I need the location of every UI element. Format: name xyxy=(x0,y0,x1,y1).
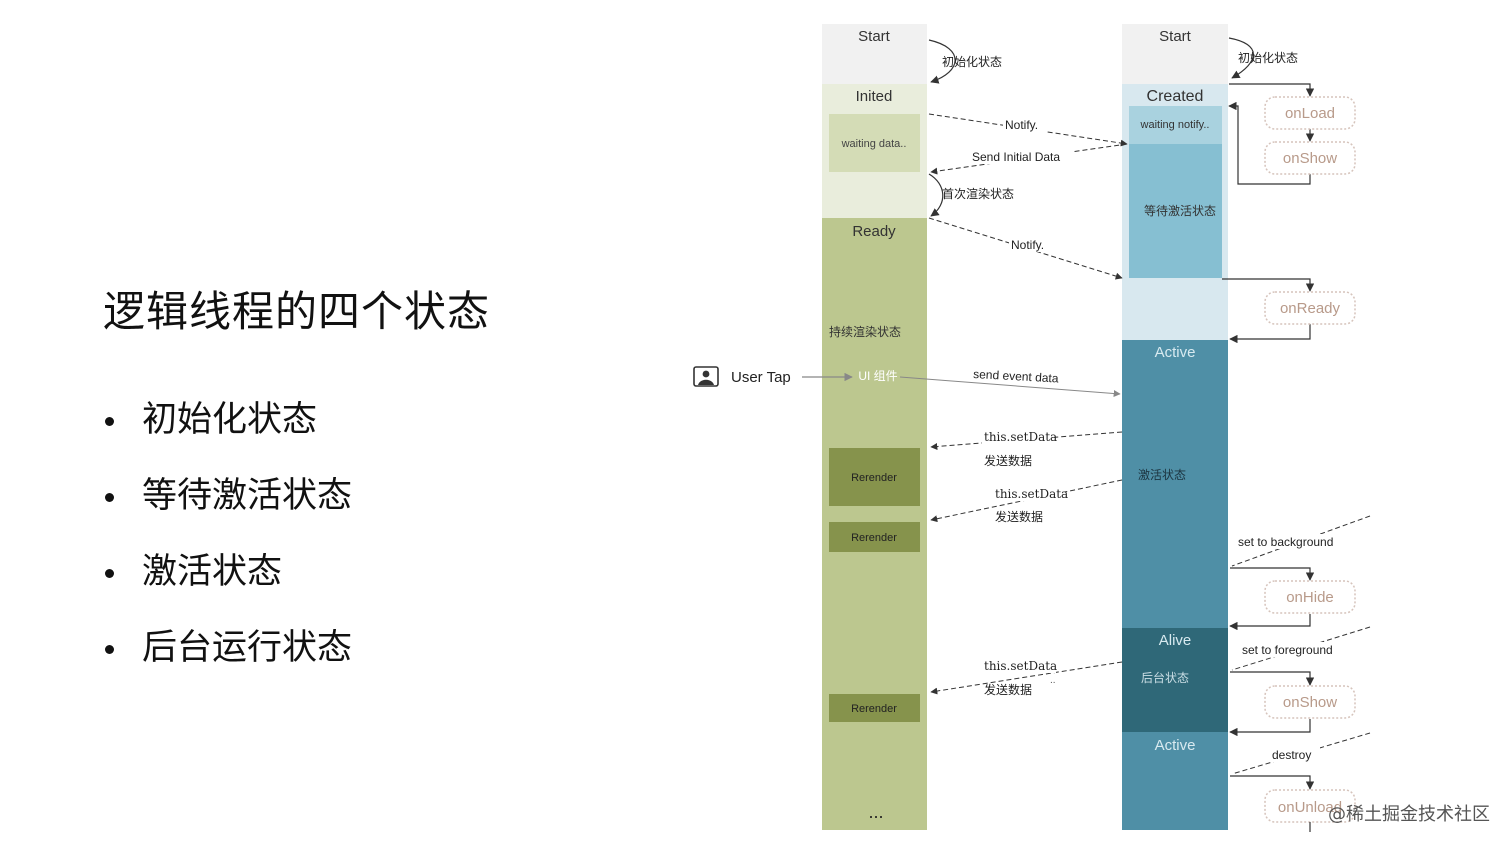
send-event-data-arrow xyxy=(899,376,1121,398)
lifecycle-connectors xyxy=(1222,83,1315,790)
start-label-left: Start xyxy=(858,28,891,45)
setdata-label-2: this.setData xyxy=(995,487,1068,501)
notify-arrow-2 xyxy=(928,217,1123,280)
bullet-list: 初始化状态 等待激活状态 激活状态 后台运行状态 xyxy=(100,390,352,694)
on-unload-label: onUnload xyxy=(1278,799,1342,816)
rerender-block xyxy=(829,448,920,506)
destroy-label: destroy xyxy=(1272,748,1311,762)
ui-component-label: UI 组件 xyxy=(858,369,897,383)
label-bg xyxy=(993,486,1065,501)
ellipsis-label: ... xyxy=(868,802,883,822)
init-label-right: 初始化状态 xyxy=(1238,51,1298,65)
bullet-dot xyxy=(105,417,114,426)
start-label-right: Start xyxy=(1159,28,1192,45)
rerender-label: Rerender xyxy=(851,532,897,544)
dots-label: .. xyxy=(1050,675,1056,686)
rerender-label: Rerender xyxy=(851,703,897,715)
waiting-activation-block xyxy=(1129,144,1222,278)
alive-label: Alive xyxy=(1159,632,1192,649)
active-label-2: Active xyxy=(1155,737,1196,754)
label-bg xyxy=(1003,117,1045,132)
bullet-text: 等待激活状态 xyxy=(142,476,353,516)
set-to-foreground-label: set to foreground xyxy=(1242,643,1333,657)
bullet-item: 后台运行状态 xyxy=(100,618,352,694)
bullet-text: 初始化状态 xyxy=(142,400,318,440)
continuous-render-label: 持续渲染状态 xyxy=(829,324,901,339)
rerender-label: Rerender xyxy=(851,472,897,484)
waiting-activation-label: 等待激活状态 xyxy=(1144,204,1216,218)
waiting-data-block xyxy=(829,114,920,172)
user-tap-icon xyxy=(693,366,719,387)
bullet-text: 激活状态 xyxy=(142,552,283,592)
on-load-label: onLoad xyxy=(1285,105,1335,122)
on-show-label: onShow xyxy=(1283,150,1337,167)
rerender-block xyxy=(829,522,920,552)
alive-block xyxy=(1122,628,1228,732)
send-initial-data-label: Send Initial Data xyxy=(972,150,1060,164)
start-block-right xyxy=(1122,24,1228,84)
label-bg xyxy=(982,658,1056,673)
on-load-box xyxy=(1264,96,1356,130)
label-bg xyxy=(1240,642,1350,657)
label-bg xyxy=(1236,534,1354,549)
active-label: Active xyxy=(1155,344,1196,361)
slide-title: 逻辑线程的四个状态 xyxy=(103,287,491,336)
bullet-item: 初始化状态 xyxy=(100,390,352,466)
on-show-box-2 xyxy=(1264,685,1356,719)
send-data-label-2: 发送数据 xyxy=(995,509,1043,524)
user-tap-label: User Tap xyxy=(731,369,791,386)
on-show-label-2: onShow xyxy=(1283,694,1337,711)
inited-label: Inited xyxy=(856,88,893,105)
bullet-item: 等待激活状态 xyxy=(100,466,352,542)
label-bg xyxy=(982,429,1054,444)
notify-label-1: Notify. xyxy=(1005,118,1038,132)
rerender-block xyxy=(829,694,920,722)
on-hide-label: onHide xyxy=(1286,589,1334,606)
created-label: Created xyxy=(1147,88,1204,105)
init-curve-left xyxy=(928,39,956,84)
set-to-background-label: set to background xyxy=(1238,535,1333,549)
first-render-curve xyxy=(928,173,944,217)
on-hide-box xyxy=(1264,580,1356,614)
bullet-dot xyxy=(105,645,114,654)
init-curve-right xyxy=(1228,37,1254,79)
active-block xyxy=(1122,340,1228,628)
waiting-notify-label: waiting notify.. xyxy=(1140,119,1210,131)
active-block-2 xyxy=(1122,732,1228,830)
label-bg xyxy=(970,149,1074,164)
ready-label: Ready xyxy=(852,223,896,240)
send-data-label-3: 发送数据 xyxy=(984,682,1032,697)
bullet-dot xyxy=(105,493,114,502)
active-state-label: 激活状态 xyxy=(1138,468,1186,482)
first-render-label: 首次渲染状态 xyxy=(942,186,1014,201)
start-block-left xyxy=(822,24,927,84)
label-bg xyxy=(1270,747,1320,762)
setdata-label-3: this.setData xyxy=(984,659,1057,673)
bullet-dot xyxy=(105,569,114,578)
init-label-left: 初始化状态 xyxy=(942,55,1002,69)
bullet-text: 后台运行状态 xyxy=(142,628,353,668)
on-ready-label: onReady xyxy=(1280,300,1341,317)
label-bg xyxy=(1009,237,1051,252)
notify-label-2: Notify. xyxy=(1011,238,1044,252)
bullet-item: 激活状态 xyxy=(100,542,352,618)
setdata-label-1: this.setData xyxy=(984,430,1057,444)
send-event-data-label: send event data xyxy=(973,367,1059,385)
waiting-data-label: waiting data.. xyxy=(841,138,907,150)
watermark: @稀土掘金技术社区 xyxy=(1328,804,1490,825)
background-state-label: 后台状态 xyxy=(1141,670,1189,685)
waiting-notify-block xyxy=(1129,106,1222,144)
setdata-arrow-3 xyxy=(930,661,1123,695)
on-show-box xyxy=(1264,141,1356,175)
on-ready-box xyxy=(1264,291,1356,325)
send-data-label-1: 发送数据 xyxy=(984,453,1032,468)
